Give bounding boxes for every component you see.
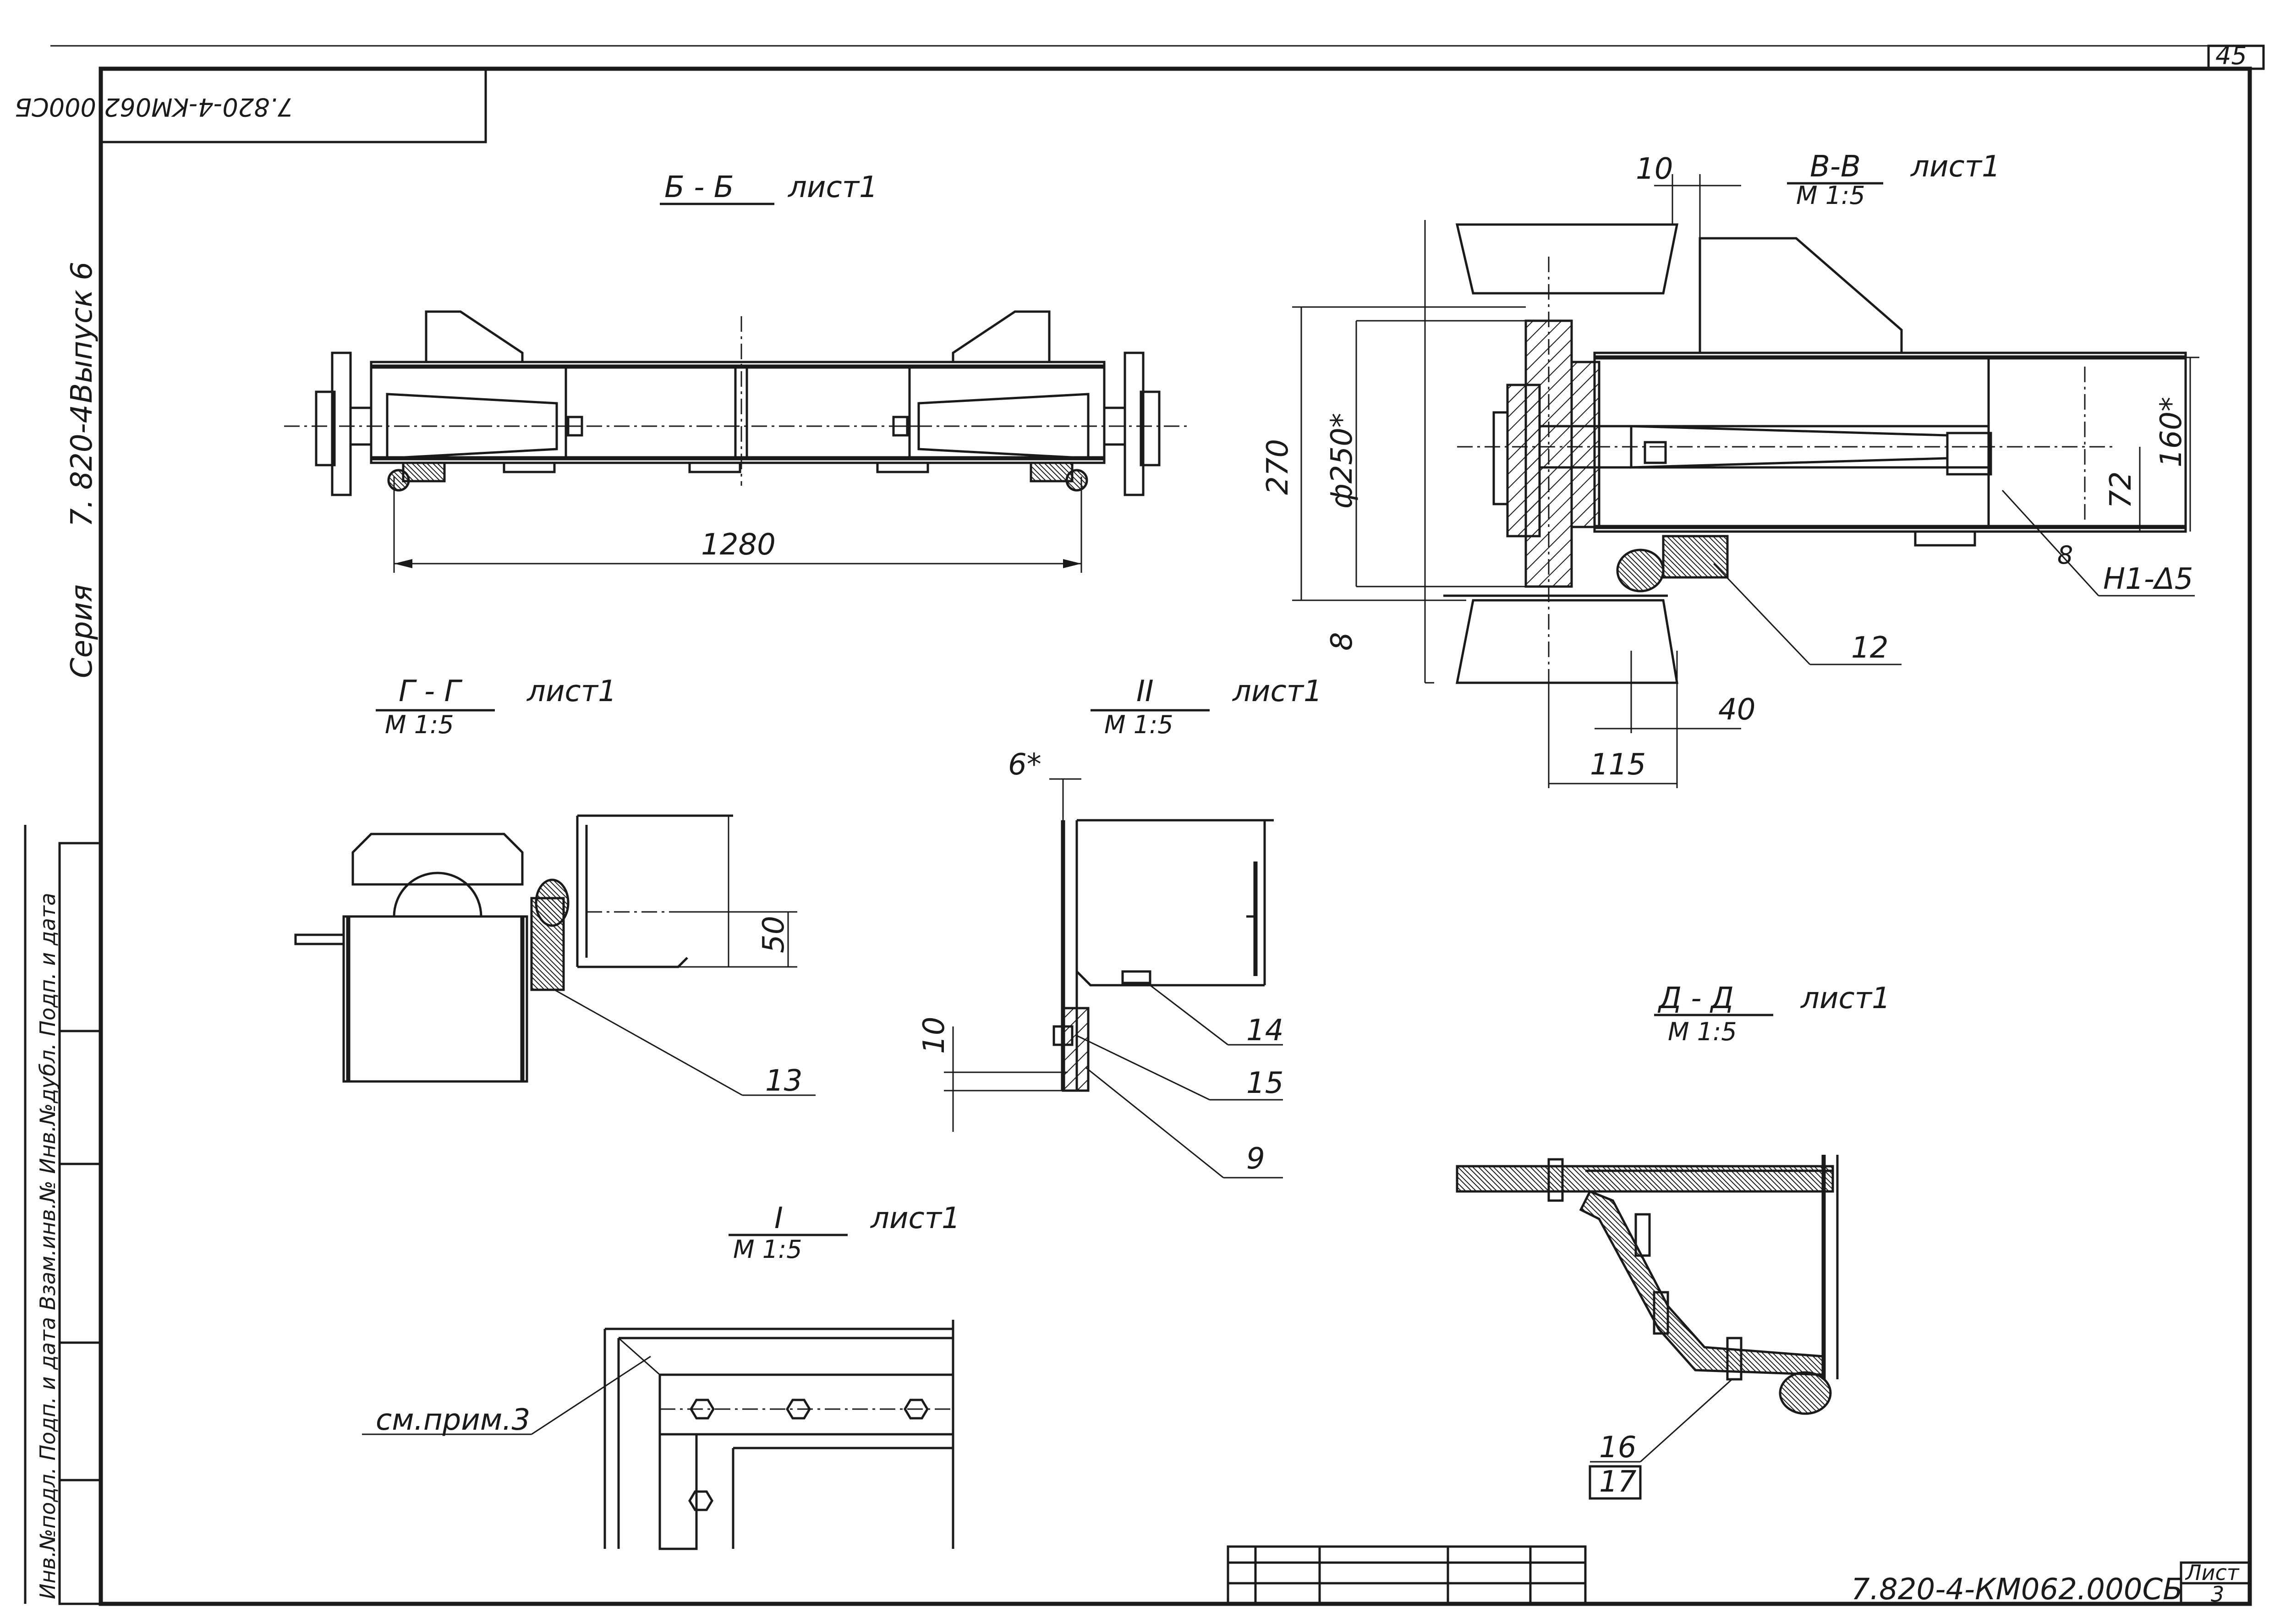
- sheet-number: 45: [2215, 41, 2247, 70]
- view-vv-sheet-ref: лист1: [1910, 150, 2001, 184]
- view-bb-sheet-ref: лист1: [787, 170, 878, 204]
- view-bb-title: Б - Б: [664, 170, 734, 204]
- view-gg: Г - Г М 1:5 лист1 50 13: [294, 675, 816, 1098]
- view-vv-scale: М 1:5: [1796, 181, 1865, 210]
- view-vv-dim-bottom-a: 40: [1718, 693, 1755, 727]
- view-vv-callout-weld: Н1-Δ5: [2103, 562, 2193, 596]
- view-dd-sheet-ref: лист1: [1800, 982, 1891, 1015]
- view-vv-dim-gap: 8: [1325, 632, 1359, 651]
- sheet-frame: [24, 44, 2265, 1606]
- view-vv-title: В-В: [1810, 150, 1861, 184]
- sheet-value: 3: [2211, 1582, 2224, 1607]
- view-vv: В-В М 1:5 лист1 2: [1261, 150, 2199, 788]
- stamp-code: 7.820-4-KM062.000СБ: [15, 93, 293, 121]
- view-ii-scale: М 1:5: [1104, 710, 1173, 739]
- view-i: I М 1:5 лист1 см.прим.3: [362, 1202, 960, 1550]
- view-i-title: I: [774, 1202, 783, 1235]
- series-label: Серия: [65, 584, 99, 678]
- sheet-label: Лист: [2185, 1560, 2240, 1585]
- view-gg-scale: М 1:5: [385, 710, 454, 739]
- view-vv-dim-height: 270: [1261, 439, 1295, 495]
- view-dd-title: Д - Д: [1657, 982, 1734, 1015]
- view-dd-callout-17: 17: [1599, 1465, 1637, 1499]
- view-vv-dim-bottom-b: 115: [1590, 748, 1646, 782]
- issue-label: Выпуск 6: [65, 262, 99, 403]
- view-i-scale: М 1:5: [733, 1235, 802, 1264]
- view-gg-dim-50: 50: [757, 916, 791, 953]
- view-ii-callout-15: 15: [1246, 1066, 1283, 1100]
- view-vv-callout-weld-num: 8: [2057, 541, 2073, 570]
- view-ii-title: II: [1136, 675, 1154, 708]
- view-dd: Д - Д М 1:5 лист1 16 17: [1456, 982, 1891, 1500]
- view-ii: II М 1:5 лист1 6* 10 14 15 9: [917, 675, 1322, 1179]
- side-strip: Серия 7. 820-4 Выпуск 6 Инв.№подл. Подп.…: [35, 262, 102, 1605]
- view-gg-callout-13: 13: [765, 1064, 802, 1098]
- view-i-note: см.прим.3: [376, 1403, 530, 1437]
- view-ii-callout-9: 9: [1246, 1142, 1265, 1176]
- view-ii-callout-14: 14: [1246, 1014, 1283, 1048]
- view-vv-dim-dia: ф250*: [1325, 413, 1359, 509]
- view-bb-dim-length: 1280: [701, 528, 776, 562]
- archive-line: Инв.№подл. Подп. и дата Взам.инв.№ Инв.№…: [35, 893, 60, 1599]
- view-vv-callout-12: 12: [1851, 631, 1888, 665]
- view-bb: Б - Б лист1: [284, 170, 1191, 573]
- view-ii-dim-6: 6*: [1008, 748, 1041, 782]
- view-gg-title: Г - Г: [399, 675, 462, 708]
- title-block: Лист 3 7.820-4-КМ062.000СБ: [1227, 1545, 2251, 1607]
- view-dd-scale: М 1:5: [1668, 1017, 1737, 1046]
- view-vv-dim-right: 160*: [2154, 397, 2188, 467]
- view-dd-callout-16: 16: [1599, 1431, 1636, 1465]
- view-vv-dim-top: 10: [1636, 152, 1673, 186]
- view-i-sheet-ref: лист1: [870, 1202, 960, 1235]
- view-ii-dim-10: 10: [917, 1017, 951, 1054]
- view-gg-sheet-ref: лист1: [526, 675, 617, 708]
- title-code: 7.820-4-КМ062.000СБ: [1851, 1573, 2183, 1607]
- view-vv-dim-mid: 72: [2104, 472, 2138, 509]
- view-ii-sheet-ref: лист1: [1232, 675, 1322, 708]
- series-code: 7. 820-4: [65, 405, 99, 527]
